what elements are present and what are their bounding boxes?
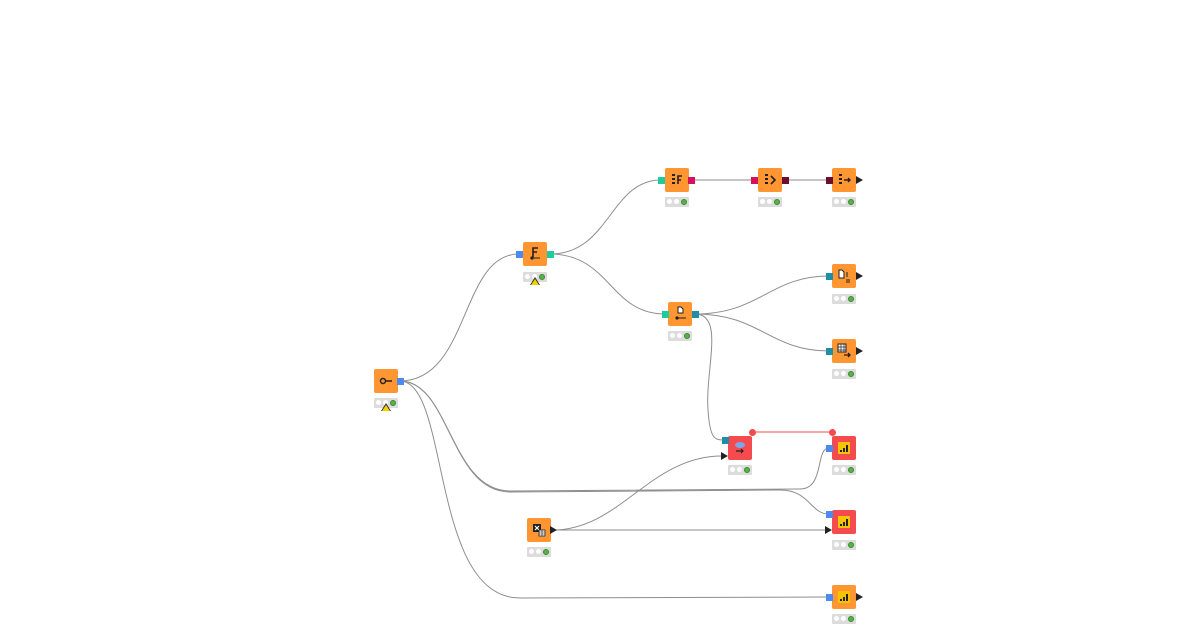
input-port[interactable] [825, 347, 833, 355]
node-status [832, 197, 856, 207]
input-port[interactable] [750, 176, 758, 184]
connection[interactable] [399, 253, 520, 382]
cloud-upload-node[interactable] [728, 436, 752, 460]
input-port[interactable] [721, 436, 729, 444]
input-port[interactable] [661, 310, 669, 318]
node-status [668, 331, 692, 341]
excel-reader-node[interactable] [527, 518, 551, 542]
node-status [832, 465, 856, 475]
warning-icon [381, 403, 391, 411]
input-port-arrow[interactable] [825, 526, 832, 534]
output-port-arrow[interactable] [856, 347, 863, 355]
list-compare-node[interactable] [758, 168, 782, 192]
bar-chart-icon [838, 591, 850, 603]
bar-chart-icon [838, 442, 850, 454]
input-port[interactable] [825, 176, 833, 184]
output-port-arrow[interactable] [856, 272, 863, 280]
key-connector-node[interactable] [374, 369, 398, 393]
input-port[interactable] [825, 510, 833, 518]
files-sort-node[interactable] [832, 264, 856, 288]
input-port[interactable] [515, 250, 523, 258]
f-list-icon [672, 174, 682, 184]
output-port[interactable] [691, 310, 699, 318]
connection[interactable] [552, 455, 723, 531]
node-status [665, 197, 689, 207]
input-port[interactable] [825, 593, 833, 601]
excel-table-icon [533, 524, 546, 537]
cloud-upload-icon [735, 442, 745, 454]
node-status [832, 294, 856, 304]
table-output-icon [837, 343, 851, 358]
bar-chart-icon [838, 516, 850, 528]
output-port-arrow[interactable] [550, 526, 557, 534]
bar-chart-node[interactable] [832, 510, 856, 534]
list-output-node[interactable] [832, 168, 856, 192]
connection[interactable] [549, 179, 662, 255]
f-list-node[interactable] [665, 168, 689, 192]
node-status [832, 369, 856, 379]
list-output-icon [839, 174, 851, 184]
input-port[interactable] [657, 176, 665, 184]
connection[interactable] [549, 253, 666, 315]
connection[interactable] [399, 380, 830, 515]
files-sort-icon [838, 269, 850, 283]
connection[interactable] [399, 380, 830, 599]
output-port[interactable] [396, 377, 404, 385]
node-status [527, 547, 551, 557]
key-connector-icon [379, 377, 392, 385]
file-connector-icon [675, 306, 686, 320]
bar-chart-node[interactable] [832, 585, 856, 609]
warning-icon [530, 277, 540, 285]
input-port-arrow[interactable] [721, 452, 728, 460]
input-port[interactable] [825, 444, 833, 452]
flow-variable-port[interactable] [828, 428, 836, 436]
bar-chart-node[interactable] [832, 436, 856, 460]
list-compare-icon [765, 174, 777, 185]
file-connector-node[interactable] [668, 302, 692, 326]
output-port[interactable] [781, 176, 789, 184]
output-port-arrow[interactable] [856, 593, 863, 601]
output-port[interactable] [687, 176, 695, 184]
connection[interactable] [399, 380, 830, 492]
node-status [832, 540, 856, 550]
connection[interactable] [694, 275, 830, 315]
connection[interactable] [694, 313, 830, 352]
output-port[interactable] [546, 250, 554, 258]
node-status [728, 465, 752, 475]
node-status [832, 614, 856, 624]
output-port-arrow[interactable] [856, 176, 863, 184]
flow-variable-port[interactable] [748, 428, 756, 436]
connection[interactable] [694, 313, 726, 441]
input-port[interactable] [825, 272, 833, 280]
node-status [758, 197, 782, 207]
f-connector-icon [530, 247, 540, 260]
f-connector-node[interactable] [523, 242, 547, 266]
table-output-node[interactable] [832, 339, 856, 363]
